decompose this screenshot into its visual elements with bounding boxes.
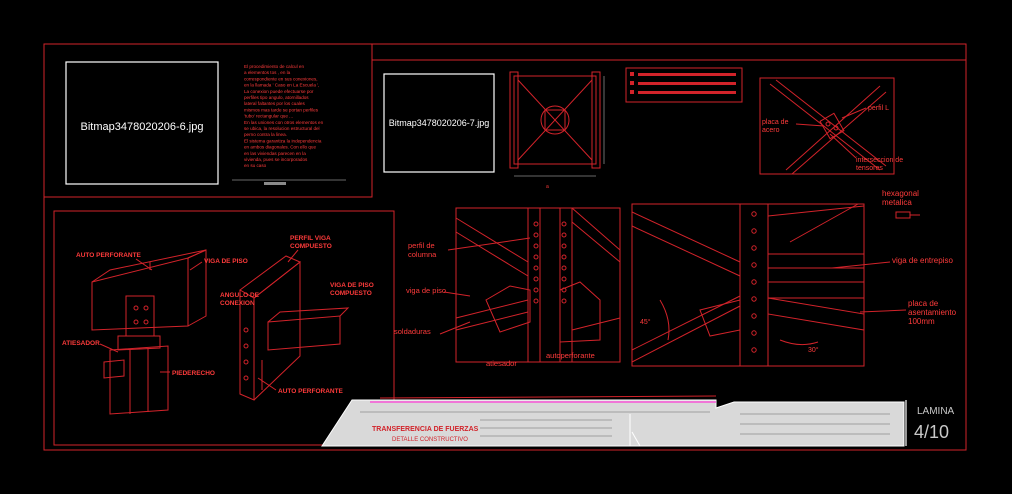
beam-column-connection-3d [91, 249, 350, 415]
label-angle-45: 45° [640, 318, 651, 326]
bolt [561, 232, 567, 238]
label-atiesador-center: atiesador [486, 359, 517, 368]
label-perfil-viga: PERFIL VIGA [290, 235, 331, 242]
note-line: vivienda, pues se incorporados [244, 157, 308, 162]
label-interseccion: interseccion de [856, 157, 903, 164]
svg-text:a: a [546, 184, 549, 190]
label-acero: acero [762, 127, 780, 134]
label-angle-30: 30° [808, 346, 819, 354]
bolt [533, 232, 539, 238]
label-viga-de-piso-2: VIGA DE PISO [330, 282, 374, 289]
top-left-panel-border [44, 44, 373, 198]
notes-text-block: El procedimiento de calcul ena elementos… [244, 64, 324, 168]
sheet-label: LAMINA [917, 406, 955, 417]
note-line: mismos mas tarde se portan perfiles [244, 107, 319, 112]
bolt [533, 221, 539, 227]
note-line: correspondiente en sus conexiones, [244, 76, 318, 81]
label-perfil-l: perfil L [868, 105, 889, 112]
image-placeholder-left[interactable] [65, 61, 219, 185]
note-line: en ambos diagonales. Con ello que [244, 145, 316, 150]
note-line: El procedimiento de calcul en [244, 64, 304, 69]
sheet-number: 4/10 [914, 422, 949, 442]
label-tensores: tensores [856, 165, 883, 172]
label-angulo: ANGULO DE [220, 292, 260, 299]
sheet-border [43, 43, 967, 451]
label-soldaduras: soldaduras [394, 327, 431, 336]
bolt [751, 228, 757, 234]
column-beam-detail [455, 207, 621, 363]
legend-box [625, 67, 743, 103]
bolt [751, 347, 757, 353]
note-line: perfiles tipo angulo, atornillados [244, 95, 309, 100]
bolt [533, 254, 539, 260]
tensor-intersection-detail [759, 77, 895, 175]
bolt [561, 287, 567, 293]
bottom-left-panel-border [53, 210, 395, 446]
label-atiesador: ATIESADOR [62, 340, 100, 347]
note-line: La conexion puede efectuarse por [244, 89, 314, 94]
note-line: El sistema garantiza la independencia [244, 138, 322, 143]
drawing-title: TRANSFERENCIA DE FUERZAS [372, 426, 479, 433]
label-compuesto-top: COMPUESTO [290, 243, 332, 250]
label-hexagonal: hexagonal [882, 189, 919, 198]
bolt [533, 298, 539, 304]
label-placa-asentamiento: placa de [908, 299, 939, 308]
bolt [561, 254, 567, 260]
note-line: 'tubo' rectangular que ... [244, 114, 293, 119]
notes-marker [264, 182, 286, 185]
label-conexion: CONEXION [220, 300, 255, 307]
drawing-subtitle: DETALLE CONSTRUCTIVO [392, 437, 468, 443]
bolt [751, 296, 757, 302]
bolt [533, 276, 539, 282]
bolt [751, 313, 757, 319]
bolt [533, 243, 539, 249]
label-metalica: metalica [882, 198, 912, 207]
label-viga-entrepiso: viga de entrepiso [892, 256, 953, 265]
bolt [751, 262, 757, 268]
bolt [751, 279, 757, 285]
note-line: en la llamada ' Caso en La Escuela ', [244, 83, 319, 88]
label-placa-de: placa de [762, 119, 789, 126]
label-viga-piso-center: viga de piso [406, 286, 446, 295]
label-asentamiento: asentamiento [908, 308, 957, 317]
bolt [561, 298, 567, 304]
note-line: En las uniones con otros elementos en [244, 120, 324, 125]
label-auto-perforante-bottom: AUTO PERFORANTE [278, 388, 344, 395]
bolt [533, 287, 539, 293]
label-columna: columna [408, 250, 437, 259]
note-line: en las viviendas parecen en la [244, 151, 306, 156]
note-line: perno contra la linea. [244, 132, 287, 137]
label-auto-perforante-top: AUTO PERFORANTE [76, 252, 142, 259]
label-medida: 100mm [908, 317, 935, 326]
label-viga-de-piso: VIGA DE PISO [204, 258, 248, 265]
plan-detail: a [509, 71, 605, 190]
note-line: se ubica, la resolucion estructural del [244, 126, 320, 131]
note-line: lateral faltantes por los cuales [244, 101, 305, 106]
note-line: en su caso [244, 163, 267, 168]
bolt [561, 243, 567, 249]
bolt [561, 276, 567, 282]
label-perfil-de: perfil de [408, 241, 435, 250]
image-placeholder-left-name: Bitmap3478020206-6.jpg [81, 121, 204, 133]
bolt [751, 245, 757, 251]
title-block [321, 395, 907, 447]
label-compuesto: COMPUESTO [330, 290, 372, 297]
bolt [561, 221, 567, 227]
image-placeholder-mid-name: Bitmap3478020206-7.jpg [389, 118, 490, 128]
bearing-plate-detail [631, 203, 920, 367]
label-pie-derecho: PIEDERECHO [172, 370, 215, 377]
note-line: a elementos tos , en la [244, 70, 291, 75]
bolt [751, 211, 757, 217]
label-autoperforante: autoperforante [546, 351, 595, 360]
bolt [533, 265, 539, 271]
bolt [751, 330, 757, 336]
bolt [561, 265, 567, 271]
image-placeholder-mid[interactable] [383, 73, 495, 173]
